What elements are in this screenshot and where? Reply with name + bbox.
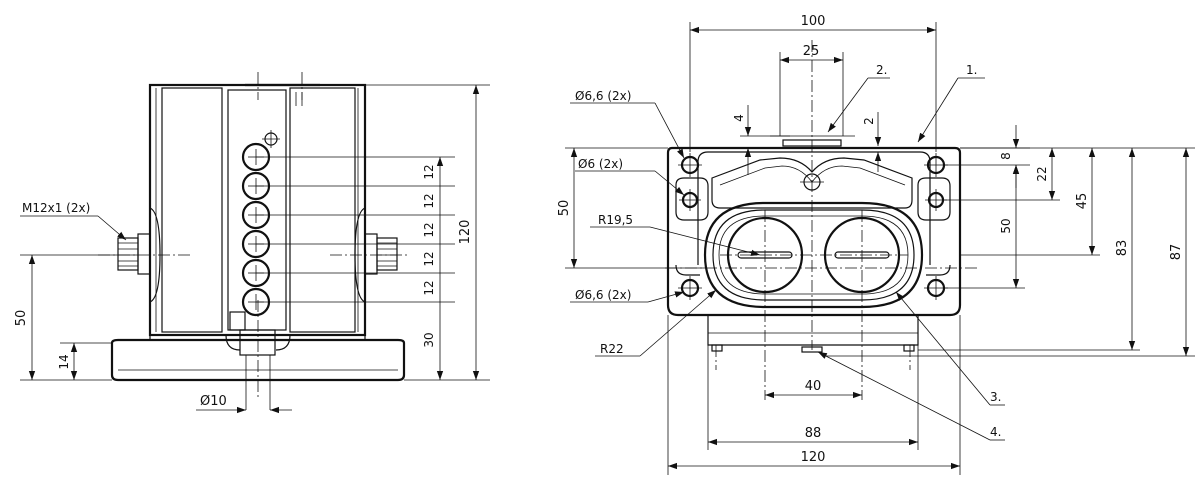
front-view: 100 25 4 2 8 22 50 45 83 87 50 40 88 120…: [557, 14, 1195, 475]
side-view: 12 12 12 12 12 30 120 50 14 M12x1 (2x) Ø…: [14, 72, 490, 414]
side-left-panel: [161, 87, 223, 333]
dim-83: 83: [1115, 240, 1130, 257]
dim-4: 4: [732, 114, 746, 122]
front-housing-outline: [666, 146, 962, 317]
dim-22: 22: [1035, 166, 1049, 181]
dim-8: 8: [999, 152, 1013, 160]
dim-pitch-5: 12: [422, 280, 436, 295]
side-body-outline: [148, 83, 367, 337]
side-center-panel: [227, 89, 287, 331]
dim-50-inner: 50: [999, 218, 1013, 233]
dim-dia-10: Ø10: [200, 394, 227, 409]
dim-120: 120: [801, 450, 826, 465]
dim-40: 40: [805, 379, 822, 394]
dim-14: 14: [57, 354, 71, 369]
item-3-label: 3.: [990, 390, 1001, 404]
item-1-label: 1.: [966, 63, 977, 77]
thread-callout: M12x1 (2x): [22, 201, 90, 215]
dim-120: 120: [458, 220, 473, 245]
dim-100: 100: [801, 14, 826, 29]
dim-25: 25: [803, 44, 820, 59]
left-connector: [117, 233, 151, 275]
right-connector: [364, 233, 398, 275]
callout-hole-bot: Ø6,6 (2x): [575, 288, 631, 302]
dim-30: 30: [422, 332, 436, 347]
dim-50-left: 50: [14, 310, 29, 327]
dim-45: 45: [1075, 193, 1090, 210]
side-base: [110, 338, 406, 382]
item-4-label: 4.: [990, 425, 1001, 439]
side-right-panel: [289, 87, 356, 333]
callout-r195: R19,5: [598, 213, 633, 227]
callout-r22: R22: [600, 342, 624, 356]
dim-pitch-3: 12: [422, 222, 436, 237]
dim-pitch-2: 12: [422, 193, 436, 208]
callout-hole-mid: Ø6 (2x): [578, 157, 623, 171]
dim-50-left: 50: [557, 200, 572, 217]
dim-pitch-1: 12: [422, 164, 436, 179]
dim-2: 2: [862, 117, 876, 125]
dim-pitch-4: 12: [422, 251, 436, 266]
dim-87: 87: [1169, 244, 1184, 261]
callout-hole-top: Ø6,6 (2x): [575, 89, 631, 103]
indicator-column: [241, 130, 280, 317]
item-2-label: 2.: [876, 63, 887, 77]
cam-profile: [711, 157, 913, 209]
dim-88: 88: [805, 426, 822, 441]
